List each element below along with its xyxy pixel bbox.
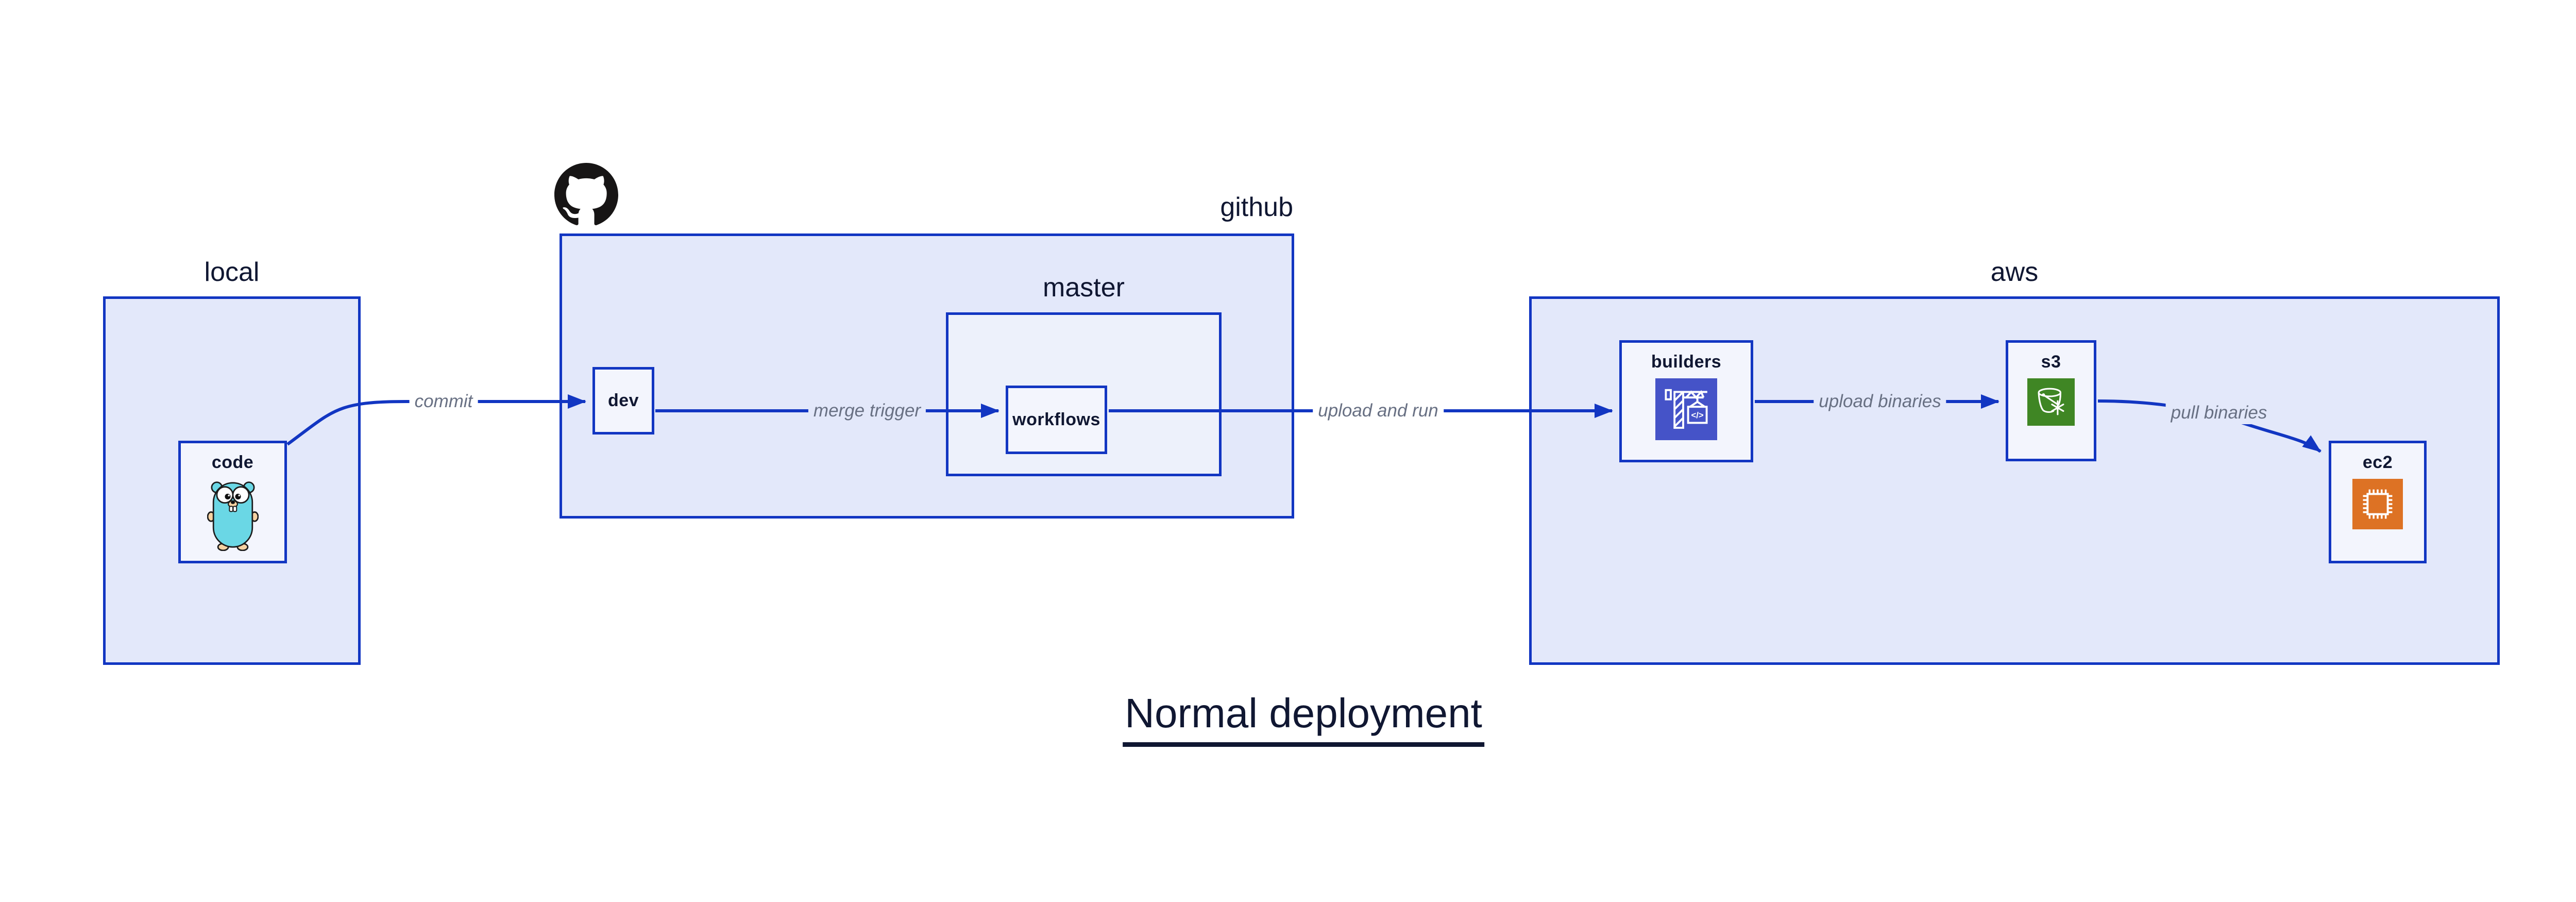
container-label-github: github [1220, 192, 1293, 222]
edge-label-merge-trigger: merge trigger [808, 399, 926, 422]
cpu-chip-icon [2352, 479, 2403, 532]
container-label-aws: aws [1990, 257, 2039, 287]
go-gopher-icon [207, 479, 259, 554]
node-dev-label: dev [607, 391, 639, 410]
container-label-master: master [1043, 273, 1125, 303]
glacier-bucket-snowflake-icon [2027, 378, 2075, 428]
node-ec2-label: ec2 [2362, 453, 2393, 472]
node-builders-label: builders [1651, 352, 1722, 372]
node-code: code [178, 441, 287, 563]
edge-label-upload-and-run: upload and run [1313, 399, 1444, 422]
svg-text:</>: </> [1691, 410, 1703, 420]
codebuild-crane-icon: </> [1655, 378, 1717, 443]
node-s3: s3 [2006, 340, 2096, 461]
node-builders: builders </> [1619, 340, 1753, 462]
edge-label-pull-binaries: pull binaries [2165, 402, 2273, 424]
github-logo-icon [554, 163, 618, 229]
node-s3-label: s3 [2041, 352, 2061, 372]
edge-label-commit: commit [409, 390, 478, 413]
container-label-local: local [204, 257, 260, 287]
node-dev: dev [592, 367, 654, 435]
node-workflows-label: workflows [1012, 410, 1100, 429]
diagram-title: Normal deployment [1123, 690, 1484, 747]
node-code-label: code [211, 453, 254, 472]
edge-label-upload-binaries: upload binaries [1814, 390, 1946, 413]
node-workflows: workflows [1006, 386, 1107, 454]
node-ec2: ec2 [2329, 441, 2427, 563]
